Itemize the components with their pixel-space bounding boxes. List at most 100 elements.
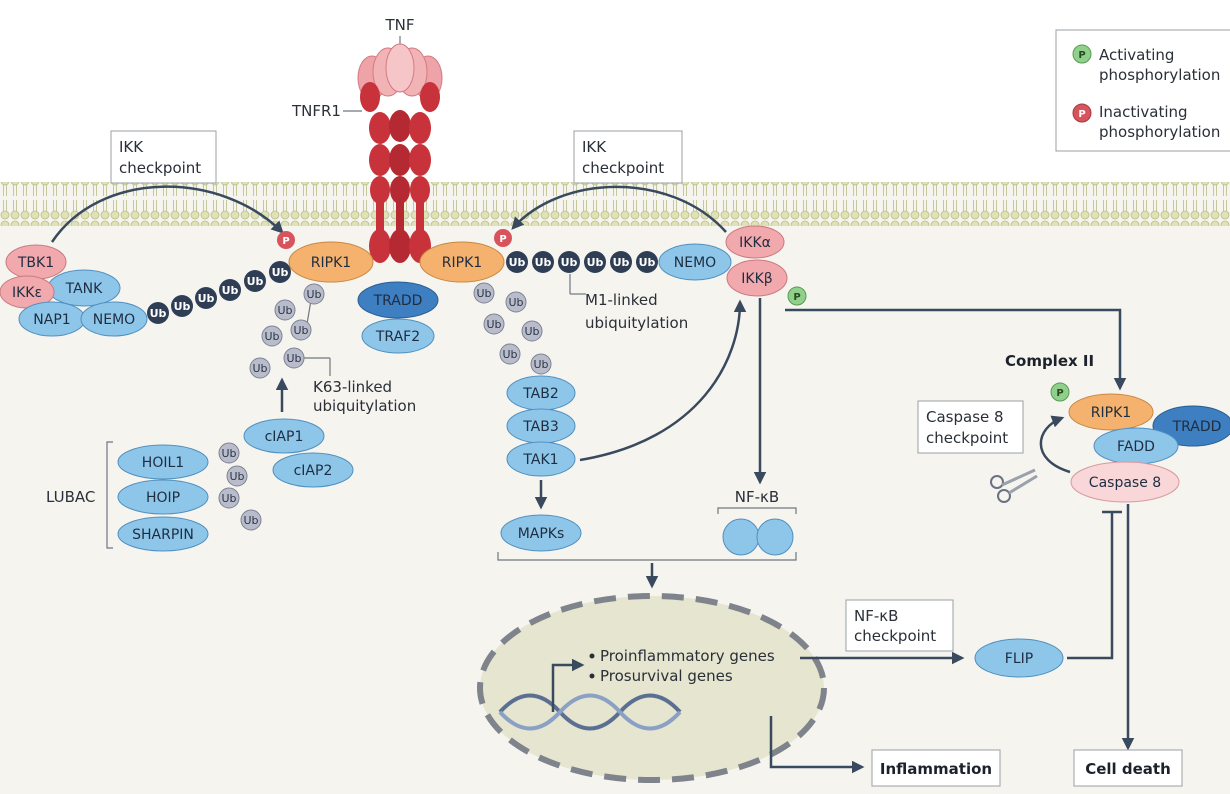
svg-text:Ub: Ub: [174, 300, 191, 313]
bracket-outputs: [497, 552, 797, 561]
svg-text:Inactivating: Inactivating: [1099, 103, 1188, 121]
svg-text:Ub: Ub: [221, 492, 236, 505]
svg-text:TNF: TNF: [384, 16, 414, 34]
svg-text:checkpoint: checkpoint: [582, 159, 664, 177]
scissors-icon: [990, 468, 1038, 503]
svg-text:Activating: Activating: [1099, 46, 1174, 64]
cell-death-output: Cell death: [1073, 749, 1183, 787]
svg-text:RIPK1: RIPK1: [1091, 405, 1131, 421]
svg-text:Ub: Ub: [587, 256, 604, 269]
svg-text:Ub: Ub: [221, 447, 236, 460]
svg-text:Caspase 8: Caspase 8: [926, 408, 1004, 426]
ub-chain-left: Ub Ub Ub Ub Ub Ub: [147, 261, 291, 324]
complex-ii: Complex II P RIPK1 TRADD FADD Caspase 8 …: [917, 352, 1230, 503]
svg-text:IKKα: IKKα: [739, 235, 771, 251]
svg-text:P: P: [1078, 109, 1085, 120]
svg-text:cIAP2: cIAP2: [294, 463, 333, 479]
svg-text:Caspase 8: Caspase 8: [1089, 475, 1161, 491]
arrow-ikk-to-complex2: [785, 308, 1127, 391]
flip-inhibition: [1067, 510, 1122, 660]
ub-chain-k63: Ub Ub Ub Ub Ub Ub K63-linked ubiquitylat…: [249, 283, 416, 415]
svg-text:P: P: [1056, 388, 1063, 399]
inactivating-phospho-icon: [494, 229, 512, 247]
svg-text:cIAP1: cIAP1: [265, 429, 304, 445]
svg-text:checkpoint: checkpoint: [119, 159, 201, 177]
svg-text:TANK: TANK: [65, 281, 104, 297]
svg-text:NEMO: NEMO: [93, 312, 135, 328]
svg-text:Ub: Ub: [222, 284, 239, 297]
svg-text:P: P: [793, 292, 800, 303]
svg-text:M1-linked: M1-linked: [585, 291, 658, 309]
svg-text:IKK: IKK: [582, 138, 607, 156]
svg-text:Complex II: Complex II: [1005, 352, 1094, 370]
activating-phospho-icon: [1050, 382, 1070, 402]
svg-text:TRAF2: TRAF2: [375, 329, 420, 345]
svg-text:Ub: Ub: [247, 275, 264, 288]
ripk1-center: RIPK1 P: [419, 229, 512, 283]
svg-text:Ub: Ub: [561, 256, 578, 269]
svg-text:TBK1: TBK1: [17, 255, 54, 271]
svg-text:Ub: Ub: [524, 325, 539, 338]
nfkb-checkpoint: NF-κB checkpoint FLIP: [800, 599, 1064, 678]
svg-text:Ub: Ub: [533, 358, 548, 371]
svg-text:RIPK1: RIPK1: [442, 255, 482, 271]
tnfr1-receptor: TNFR1: [291, 82, 440, 263]
svg-text:NF-κB: NF-κB: [735, 488, 779, 506]
svg-text:NF-κB: NF-κB: [854, 607, 898, 625]
svg-text:Ub: Ub: [639, 256, 656, 269]
inflammation-output: Inflammation: [769, 716, 1001, 787]
svg-text:ubiquitylation: ubiquitylation: [313, 397, 416, 415]
ub-chain-tab: Ub Ub Ub Ub Ub Ub: [473, 282, 552, 375]
svg-text:checkpoint: checkpoint: [854, 627, 936, 645]
svg-text:Ub: Ub: [509, 256, 526, 269]
svg-text:Ub: Ub: [252, 362, 267, 375]
svg-text:Ub: Ub: [535, 256, 552, 269]
svg-text:Ub: Ub: [277, 304, 292, 317]
svg-text:IKK: IKK: [119, 138, 144, 156]
svg-text:HOIP: HOIP: [146, 490, 180, 506]
svg-text:SHARPIN: SHARPIN: [132, 527, 194, 543]
svg-text:Ub: Ub: [264, 330, 279, 343]
svg-text:P: P: [499, 234, 506, 245]
svg-text:K63-linked: K63-linked: [313, 378, 392, 396]
svg-text:LUBAC: LUBAC: [46, 488, 95, 506]
tradd-traf2: TRADD TRAF2: [357, 281, 439, 354]
svg-text:phosphorylation: phosphorylation: [1099, 66, 1220, 84]
svg-text:TRADD: TRADD: [373, 293, 423, 309]
svg-text:TAK1: TAK1: [522, 452, 558, 468]
ikk-checkpoint-left: IKK checkpoint: [50, 130, 284, 243]
svg-text:Proinflammatory genes: Proinflammatory genes: [600, 647, 775, 665]
svg-text:Ub: Ub: [508, 296, 523, 309]
activating-phospho-icon: [787, 286, 807, 306]
svg-text:ubiquitylation: ubiquitylation: [585, 314, 688, 332]
svg-text:TAB2: TAB2: [522, 386, 559, 402]
tak1-complex: TAB2 TAB3 TAK1 MAPKs: [500, 299, 747, 552]
inactivating-phospho-icon: [1072, 103, 1092, 123]
ikk-checkpoint-right: IKK checkpoint: [511, 130, 727, 233]
svg-text:Ub: Ub: [502, 348, 517, 361]
activating-phospho-icon: [1072, 44, 1092, 64]
svg-text:HOIL1: HOIL1: [142, 455, 184, 471]
ripk1-left: P RIPK1: [277, 231, 374, 283]
svg-text:NEMO: NEMO: [674, 255, 716, 271]
dna-helix-icon: [498, 693, 682, 731]
svg-text:Ub: Ub: [293, 324, 308, 337]
svg-text:P: P: [282, 236, 289, 247]
legend: P Activating phosphorylation P Inactivat…: [1055, 29, 1230, 152]
svg-text:TNFR1: TNFR1: [291, 102, 341, 120]
svg-text:Ub: Ub: [243, 514, 258, 527]
svg-text:Ub: Ub: [476, 287, 491, 300]
svg-text:Ub: Ub: [198, 292, 215, 305]
svg-text:TAB3: TAB3: [522, 419, 559, 435]
svg-text:Inflammation: Inflammation: [880, 760, 992, 778]
svg-text:Ub: Ub: [486, 318, 501, 331]
svg-text:P: P: [1078, 50, 1085, 61]
nucleus: Proinflammatory genes Prosurvival genes: [477, 593, 827, 783]
nfkb: NF-κB: [717, 298, 797, 556]
ub-chain-m1: Ub Ub Ub Ub Ub Ub M1-linked ubiquitylati…: [506, 251, 688, 332]
svg-text:IKKε: IKKε: [12, 285, 42, 301]
svg-text:FLIP: FLIP: [1005, 651, 1033, 667]
svg-text:Ub: Ub: [286, 352, 301, 365]
